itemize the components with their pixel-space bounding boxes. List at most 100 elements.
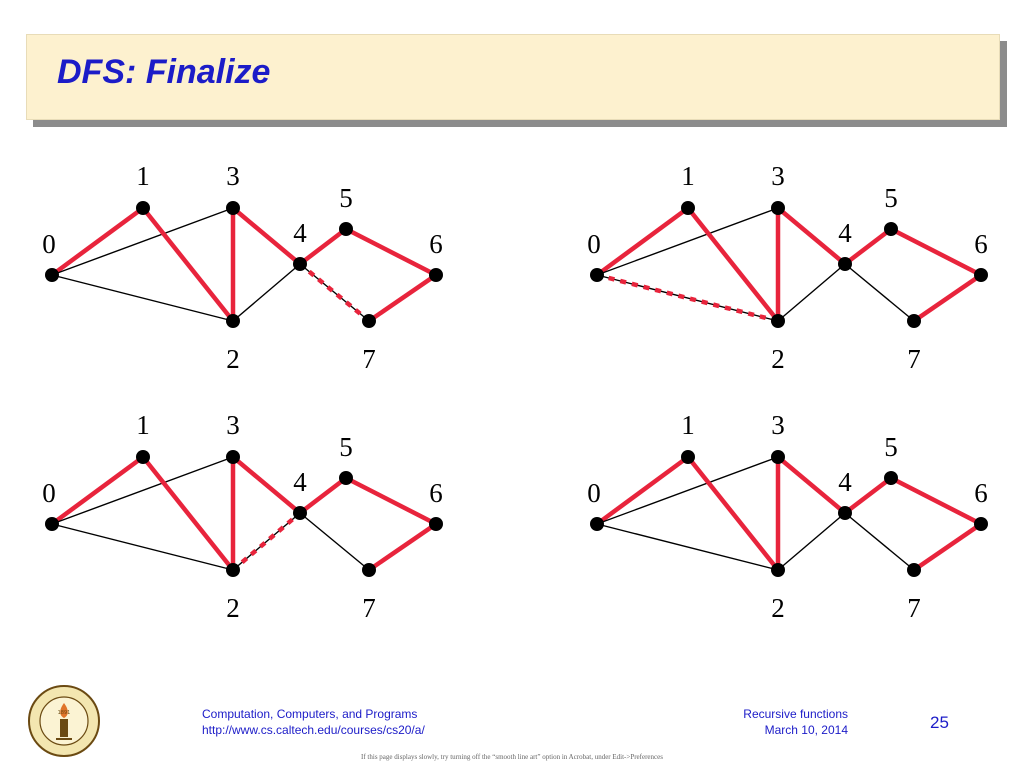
edge-4-7-dashed — [298, 262, 371, 323]
node-7 — [907, 314, 921, 328]
node-label-2: 2 — [771, 344, 785, 374]
node-6 — [974, 268, 988, 282]
edge-0-2 — [596, 274, 779, 322]
footer-course-url[interactable]: http://www.cs.caltech.edu/courses/cs20/a… — [202, 723, 425, 737]
node-label-4: 4 — [293, 218, 307, 248]
node-label-2: 2 — [771, 593, 785, 623]
footer-course-info: Computation, Computers, and Programs htt… — [202, 706, 425, 738]
node-label-7: 7 — [362, 344, 376, 374]
node-label-0: 0 — [42, 229, 56, 259]
tree-edge-4-5 — [843, 227, 893, 266]
node-4 — [293, 506, 307, 520]
tree-edge-1-2 — [686, 455, 780, 572]
edge-4-7 — [299, 512, 370, 571]
tree-edge-6-7 — [367, 522, 438, 572]
node-2 — [771, 314, 785, 328]
acrobat-hint: If this page displays slowly, try turnin… — [361, 753, 663, 761]
tree-edge-1-2 — [141, 206, 235, 323]
edge-0-3 — [596, 207, 779, 276]
node-6 — [974, 517, 988, 531]
tree-edge-4-5 — [298, 227, 348, 266]
node-label-0: 0 — [587, 229, 601, 259]
node-2 — [771, 563, 785, 577]
node-label-3: 3 — [226, 161, 240, 191]
edge-2-4 — [232, 263, 301, 322]
edge-4-7 — [844, 263, 915, 322]
node-label-6: 6 — [429, 229, 443, 259]
footer-course-title: Computation, Computers, and Programs — [202, 707, 418, 721]
node-label-3: 3 — [771, 410, 785, 440]
tree-edge-4-5 — [298, 476, 348, 515]
tree-edge-3-4 — [231, 455, 302, 515]
node-label-2: 2 — [226, 593, 240, 623]
node-4 — [838, 257, 852, 271]
node-label-0: 0 — [42, 478, 56, 508]
edge-4-7 — [844, 512, 915, 571]
node-0 — [45, 517, 59, 531]
node-2 — [226, 314, 240, 328]
node-label-6: 6 — [974, 478, 988, 508]
caltech-seal-logo: 1891 — [26, 683, 102, 759]
node-label-7: 7 — [362, 593, 376, 623]
tree-edge-6-7 — [912, 273, 983, 323]
node-0 — [590, 517, 604, 531]
node-1 — [681, 201, 695, 215]
footer-topic: Recursive functions — [743, 707, 848, 721]
tree-edge-4-5 — [843, 476, 893, 515]
svg-text:1891: 1891 — [58, 710, 71, 716]
node-label-6: 6 — [974, 229, 988, 259]
tree-edge-6-7 — [367, 273, 438, 323]
node-label-7: 7 — [907, 593, 921, 623]
node-label-3: 3 — [771, 161, 785, 191]
node-label-0: 0 — [587, 478, 601, 508]
tree-edge-3-4 — [776, 206, 847, 266]
footer-date: March 10, 2014 — [764, 723, 848, 737]
node-label-7: 7 — [907, 344, 921, 374]
node-label-3: 3 — [226, 410, 240, 440]
tree-edge-3-4 — [231, 206, 302, 266]
tree-edge-0-1 — [595, 455, 690, 526]
edge-0-3 — [51, 207, 234, 276]
edge-0-2 — [51, 274, 234, 322]
node-label-6: 6 — [429, 478, 443, 508]
node-5 — [884, 471, 898, 485]
node-label-1: 1 — [136, 161, 150, 191]
node-5 — [339, 471, 353, 485]
node-label-1: 1 — [681, 161, 695, 191]
node-3 — [226, 450, 240, 464]
node-3 — [226, 201, 240, 215]
node-0 — [590, 268, 604, 282]
node-6 — [429, 517, 443, 531]
edge-0-3 — [51, 456, 234, 525]
node-1 — [136, 201, 150, 215]
slide-title: DFS: Finalize — [57, 53, 271, 91]
node-4 — [293, 257, 307, 271]
edge-2-4-dashed — [231, 511, 302, 572]
node-2 — [226, 563, 240, 577]
tree-edge-5-6 — [344, 226, 438, 278]
edge-2-4 — [777, 512, 846, 571]
tree-edge-6-7 — [912, 522, 983, 572]
node-label-5: 5 — [339, 432, 353, 462]
node-label-5: 5 — [884, 183, 898, 213]
node-label-2: 2 — [226, 344, 240, 374]
edge-0-3 — [596, 456, 779, 525]
tree-edge-1-2 — [686, 206, 780, 323]
tree-edge-0-1 — [50, 455, 145, 526]
node-5 — [339, 222, 353, 236]
edge-0-2 — [51, 523, 234, 571]
node-1 — [681, 450, 695, 464]
node-4 — [838, 506, 852, 520]
node-7 — [907, 563, 921, 577]
node-6 — [429, 268, 443, 282]
node-3 — [771, 201, 785, 215]
node-7 — [362, 314, 376, 328]
node-label-1: 1 — [136, 410, 150, 440]
title-bar: DFS: Finalize — [26, 34, 1000, 120]
node-label-1: 1 — [681, 410, 695, 440]
